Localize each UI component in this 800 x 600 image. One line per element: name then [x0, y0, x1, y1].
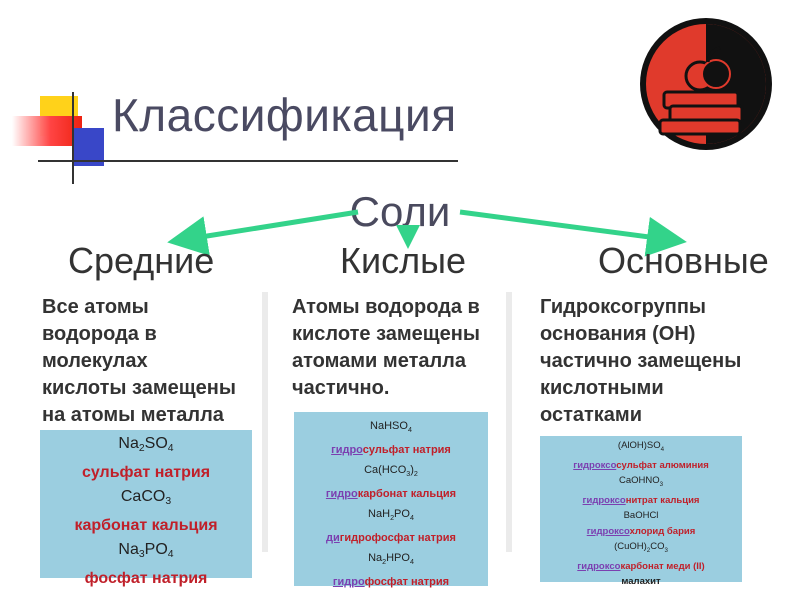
salt-name: гидросульфат натрия	[331, 444, 451, 456]
salt-name: сульфат натрия	[81, 464, 211, 481]
formula: NaHSO4	[370, 420, 412, 434]
description-line: атомами металла	[292, 350, 467, 372]
formula: (CuOH)2CO3	[614, 541, 668, 554]
formula: Na2SO4	[118, 435, 174, 454]
column-title-basic: Основные	[598, 240, 769, 281]
formula: Ca(HCO3)2	[364, 464, 418, 478]
mineral-name: малахит	[621, 576, 661, 587]
salt-name: гидроксонитрат кальция	[582, 494, 700, 506]
formula: NaH2PO4	[368, 508, 414, 522]
description-line: на атомы металла	[42, 404, 224, 426]
description-line: кислоте замещены	[292, 323, 480, 345]
salt-name: фосфат натрия	[84, 570, 208, 587]
decor-horizontal-line	[38, 160, 458, 162]
formula: CaOHNO3	[618, 475, 664, 488]
description-line: частично замещены	[540, 350, 742, 372]
decor-vertical-line	[72, 92, 74, 184]
description-line: Все атомы	[42, 296, 149, 318]
description-line: остатками	[540, 404, 643, 426]
description-acid: Атомы водорода в кислоте замещены атомам…	[292, 294, 502, 402]
description-basic: Гидроксогруппы основания (ОН) частично з…	[540, 294, 780, 429]
column-divider	[506, 292, 512, 552]
description-line: кислотными	[540, 377, 664, 399]
description-line: частично.	[292, 377, 390, 399]
column-divider	[262, 292, 268, 552]
examples-box-middle: Na2SO4 сульфат натрия CaCO3 карбонат кал…	[40, 430, 252, 587]
formula: BaOHCl	[623, 510, 659, 521]
examples-box-basic: (AlOH)SO4 гидроксосульфат алюминия CaOHN…	[540, 436, 742, 587]
formula: (AlOH)SO4	[617, 440, 665, 453]
description-line: Гидроксогруппы	[540, 296, 706, 318]
formula: Na2HPO4	[368, 552, 414, 566]
salt-name: карбонат кальция	[74, 517, 218, 534]
salt-name: гидроксосульфат алюминия	[573, 459, 709, 471]
description-line: водорода в	[42, 323, 157, 345]
salt-name: дигидрофосфат натрия	[326, 532, 456, 544]
description-line: кислоты замещены	[42, 377, 236, 399]
salt-name: гидрофосфат натрия	[332, 576, 450, 588]
decor-square-blue	[74, 128, 104, 166]
slide-title: Классификация	[112, 89, 457, 141]
salt-name: гидрокарбонат кальция	[325, 488, 457, 500]
books-apple-icon	[640, 18, 772, 150]
description-line: основания (ОН)	[540, 323, 696, 345]
formula: CaCO3	[120, 488, 172, 507]
description-line: молекулах	[42, 350, 148, 372]
column-title-middle: Средние	[68, 240, 215, 281]
description-middle: Все атомы водорода в молекулах кислоты з…	[42, 294, 262, 429]
salt-name: гидроксокарбонат меди (II)	[577, 560, 705, 572]
formula: Na3PO4	[118, 541, 174, 560]
salt-name: гидроксохлорид бария	[586, 525, 696, 537]
column-title-acid: Кислые	[340, 240, 466, 281]
description-line: Атомы водорода в	[292, 296, 480, 318]
examples-box-acid: NaHSO4 гидросульфат натрия Ca(HCO3)2 гид…	[294, 412, 488, 588]
decor-square-red	[12, 116, 82, 146]
